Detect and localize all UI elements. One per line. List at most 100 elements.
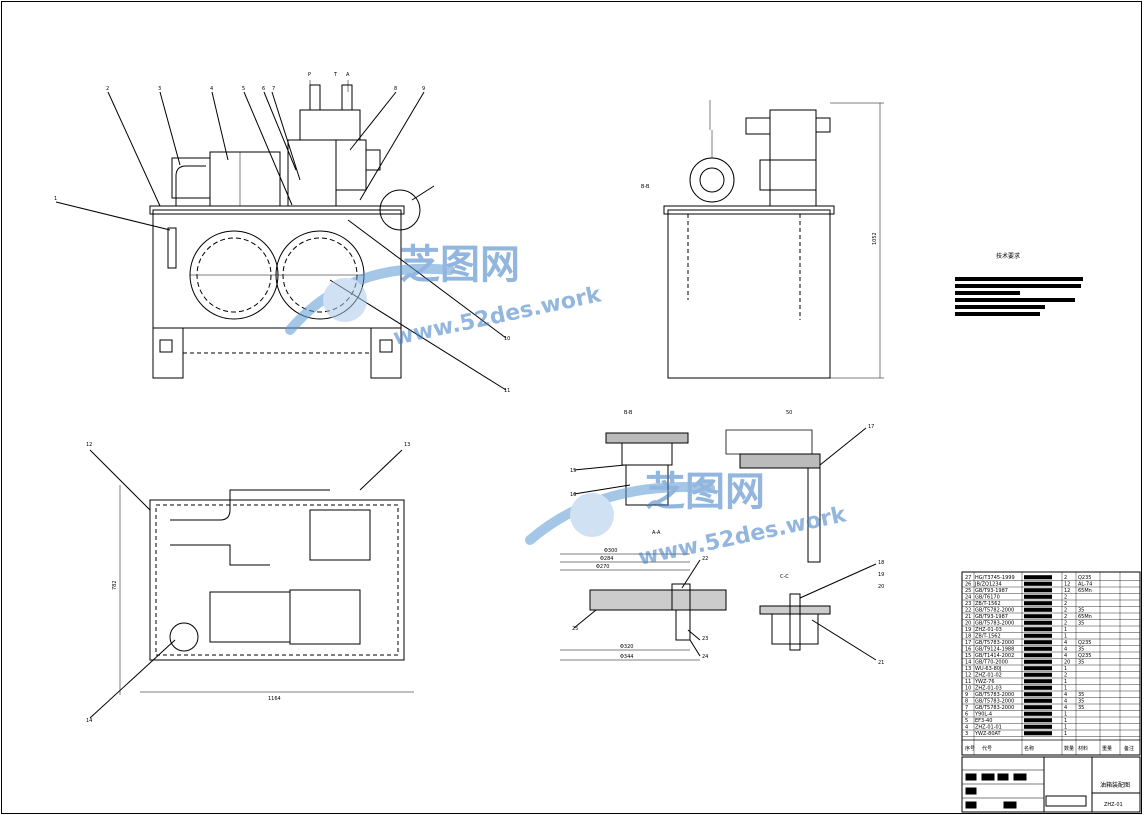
bom-name-redacted (1024, 718, 1052, 723)
bom-cell-qty: 2 (1064, 595, 1067, 601)
balloon-25: 25 (572, 626, 578, 632)
watermark-brand: 芝图网 (645, 469, 765, 515)
bom-cell-no: 4 (965, 725, 968, 731)
balloon-7: 7 (272, 86, 275, 92)
bom-cell-no: 10 (965, 686, 971, 692)
bom-cell-code: YWZ-76 (974, 679, 995, 685)
bom-cell-no: 25 (965, 588, 971, 594)
bom-cell-code: GB/T93-1987 (975, 614, 1008, 620)
bom-cell-qty: 4 (1064, 692, 1067, 698)
bom-cell-code: EF3-40 (975, 718, 992, 724)
bom-header-no: 序号 (965, 745, 975, 752)
balloon-13: 13 (404, 442, 410, 448)
section-bb-labels: B-B 50 15 16 17 (570, 410, 874, 498)
tech-requirements: 技术要求 (955, 252, 1083, 316)
bom-cell-qty: 1 (1064, 731, 1067, 737)
section-cc-title: C-C (780, 574, 789, 580)
bom-name-redacted (1024, 581, 1052, 586)
balloon-19: 19 (878, 572, 884, 578)
side-view (663, 100, 884, 379)
redacted-line (955, 277, 1083, 281)
bom-name-redacted (1024, 627, 1052, 632)
balloon-3: 3 (158, 86, 161, 92)
bom-name-redacted (1024, 646, 1052, 651)
dim-phi344: Φ344 (620, 654, 633, 660)
watermark-url: www.52des.work (391, 282, 604, 351)
section-aa-labels: A-A Φ300 Φ284 Φ270 Φ320 Φ344 22 23 24 25 (572, 530, 708, 660)
bom-cell-qty: 1 (1064, 666, 1067, 672)
section-aa-title: A-A (652, 530, 661, 536)
bom-header-mat: 材料 (1078, 745, 1088, 752)
bom-name-redacted (1024, 731, 1052, 736)
bom-cell-qty: 1 (1064, 679, 1067, 685)
bom-header-code: 代号 (982, 745, 992, 752)
port-label-t: T (333, 72, 338, 78)
bom-cell-mat: Q235 (1078, 653, 1091, 659)
bom-cell-code: ZHZ-01-03 (975, 627, 1002, 633)
balloon-16: 16 (570, 492, 576, 498)
top-view (89, 449, 414, 719)
bom-cell-mat: 35 (1078, 660, 1084, 666)
bom-cell-mat: 35 (1078, 621, 1084, 627)
bom-cell-mat: AL-74 (1078, 582, 1092, 588)
bom-cell-code: ZB/T-1562 (975, 634, 1001, 640)
bom-cell-no: 8 (965, 699, 968, 705)
bom-cell-code: GB/T9124-1988 (975, 647, 1014, 653)
bom-cell-no: 22 (965, 608, 971, 614)
bom-name-redacted (1024, 640, 1052, 645)
bom-cell-mat: 35 (1078, 692, 1084, 698)
bom-cell-no: 9 (965, 692, 968, 698)
bom-name-redacted (1024, 594, 1052, 599)
bom-cell-code: GB/T70-2000 (975, 660, 1008, 666)
bom-cell-no: 17 (965, 640, 971, 646)
bom-name-redacted (1024, 614, 1052, 619)
bom-cell-qty: 1 (1064, 725, 1067, 731)
watermark-upper: 芝图网 www.52des.work (285, 242, 605, 351)
bom-name-redacted (1024, 685, 1052, 690)
bom-cell-no: 12 (965, 673, 971, 679)
bom-cell-code: ZB/T-1562 (975, 601, 1001, 607)
bom-header-qty: 数量 (1064, 745, 1074, 752)
bom-cell-code: GB/T1414-2002 (975, 653, 1014, 659)
bom-cell-no: 14 (965, 660, 971, 666)
bom-cell-no: 27 (965, 575, 971, 581)
bom-cell-mat: 35 (1078, 705, 1084, 711)
bom-name-redacted (1024, 705, 1052, 710)
redacted-line (955, 305, 1045, 309)
bom-cell-mat: 35 (1078, 608, 1084, 614)
bom-name-redacted (1024, 672, 1052, 677)
dim-50: 50 (786, 410, 792, 416)
balloon-4: 4 (210, 86, 213, 92)
balloon-2: 2 (106, 86, 109, 92)
redacted-line (955, 291, 1020, 295)
bom-cell-code: GB/T5783-2000 (975, 705, 1014, 711)
bom-cell-qty: 2 (1064, 621, 1067, 627)
bom-cell-qty: 4 (1064, 705, 1067, 711)
balloon-14: 14 (86, 718, 92, 724)
bom-cell-code: GB/T5783-2000 (975, 640, 1014, 646)
bom-cell-no: 13 (965, 666, 971, 672)
watermark-lower: 芝图网 www.52des.work (525, 469, 850, 571)
front-view-labels: 1 2 3 4 5 6 7 8 9 10 11 P T A (54, 72, 510, 394)
bom-name-redacted (1024, 711, 1052, 716)
bom-cell-no: 18 (965, 634, 971, 640)
balloon-12: 12 (86, 442, 92, 448)
balloon-21: 21 (878, 660, 884, 666)
dim-phi270: Φ270 (596, 564, 609, 570)
section-cc-labels: C-C 18 19 20 21 (780, 560, 884, 666)
bom-name-redacted (1024, 692, 1052, 697)
bom-header-name: 名称 (1024, 745, 1034, 752)
bom-cell-no: 19 (965, 627, 971, 633)
section-aa (560, 553, 727, 661)
bom-cell-qty: 4 (1064, 640, 1067, 646)
bom-name-redacted (1024, 575, 1052, 580)
dim-phi284: Φ284 (600, 556, 613, 562)
balloon-20: 20 (878, 584, 884, 590)
bom-name-redacted (1024, 679, 1052, 684)
bom-cell-qty: 1 (1064, 627, 1067, 633)
bom-cell-qty: 20 (1064, 660, 1070, 666)
front-view (55, 80, 507, 391)
bom-cell-no: 23 (965, 601, 971, 607)
